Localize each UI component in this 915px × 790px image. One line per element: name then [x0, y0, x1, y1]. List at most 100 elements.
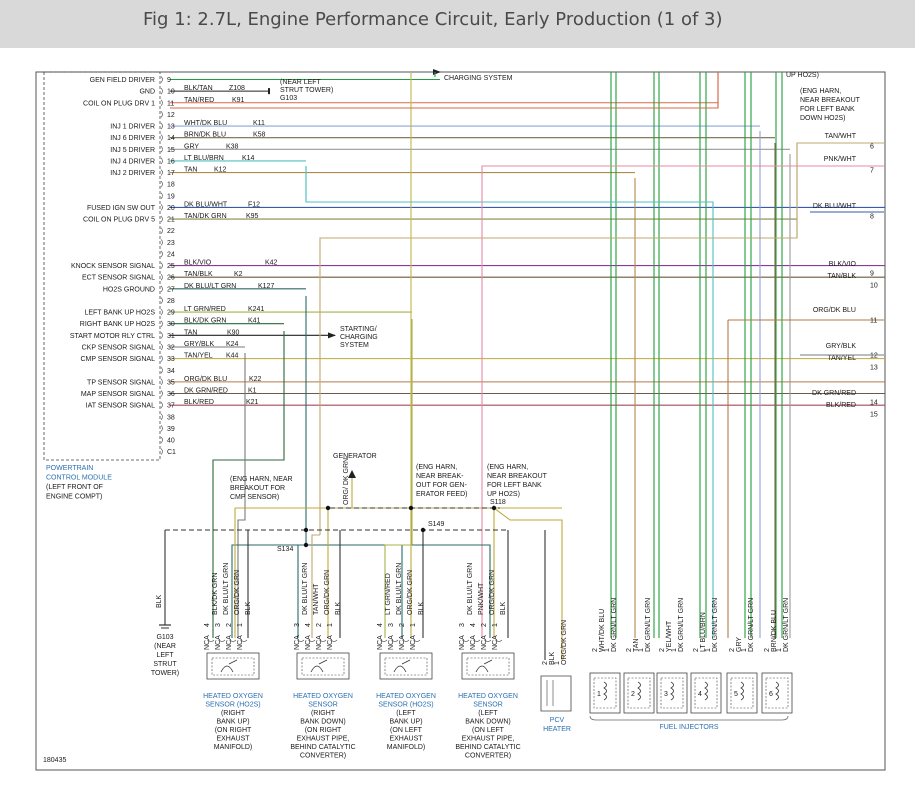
circuit-number: K42: [265, 260, 278, 267]
pin-tab: [160, 448, 163, 455]
wire-ltgrn-sensor: [384, 544, 412, 638]
sensor-heater-icon: [220, 659, 238, 673]
injector-pin-number: 2: [729, 648, 736, 652]
wire-color: BLK/DK GRN: [184, 318, 226, 325]
page-title: Fig 1: 2.7L, Engine Performance Circuit,…: [143, 9, 723, 30]
pin-tab: [160, 320, 163, 327]
pin-tab: [160, 76, 163, 83]
circuit-number: K22: [249, 376, 262, 383]
pin-number: 31: [167, 333, 175, 340]
blk-ground-label: BLK: [156, 594, 163, 608]
splice-dot: [420, 527, 426, 533]
pin-tab: [160, 285, 163, 293]
pin-number: 13: [167, 124, 175, 131]
injector-wire-label: DK GRN/LT GRN: [783, 598, 790, 652]
injector-pin-number: 1: [604, 648, 611, 652]
pin-number: 29: [167, 310, 175, 317]
right-edge-number: 9: [870, 271, 874, 278]
wire-color: TAN/BLK: [184, 271, 213, 278]
sensor-name: SENSOR: [473, 702, 503, 709]
sensor-element: [211, 657, 255, 676]
pin-number: 24: [167, 251, 175, 258]
injector-pin-number: 2: [764, 648, 771, 652]
sensor-wire-label: ORG/DK GRN: [324, 570, 331, 615]
sensor-wire-label: BLK/DK GRN: [212, 573, 219, 615]
sensor-pin-number: 2: [316, 623, 323, 627]
gen-breakout-label: (ENG HARN,: [416, 464, 457, 471]
pin-number: 11: [167, 100, 174, 107]
sensor-wire-label: TAN/WHT: [313, 583, 320, 615]
pin-number: 10: [167, 89, 175, 96]
sensor-element: [384, 657, 428, 676]
sensor-location: CONVERTER): [465, 753, 511, 760]
sensor-wire-label: DK BLU/LT GRN: [396, 563, 403, 615]
injector-wire-label: YEL/WHT: [666, 620, 673, 652]
pcv-element: [546, 680, 554, 706]
left-up-breakout-label: UP HO2S): [487, 491, 520, 498]
right-edge-wire-label: DK BLU/WHT: [813, 203, 857, 210]
pin-tab: [160, 192, 163, 200]
wire-s134-a: [231, 544, 306, 638]
sensor-location: (RIGHT: [221, 710, 246, 717]
g103-top-label: G103: [280, 95, 297, 102]
wire-color: DK BLU/LT GRN: [184, 283, 236, 290]
pin-function: INJ 5 DRIVER: [110, 147, 155, 154]
wire-s134-b: [297, 544, 306, 638]
wire-color: TAN/RED: [184, 97, 214, 104]
sensor-wire-label: BLK: [245, 601, 252, 615]
circuit-number: K38: [226, 143, 239, 150]
splice-dot: [325, 505, 331, 511]
pin-function: KNOCK SENSOR SIGNAL: [71, 263, 155, 270]
injector-wire-label: DK GRN/LT GRN: [712, 598, 719, 652]
sensor-location: BANK DOWN): [465, 719, 511, 726]
pin-tab: [160, 87, 163, 95]
down-ho2s-label: FOR LEFT BANK: [800, 106, 855, 113]
starting-system-label: CHARGING: [340, 334, 378, 341]
right-edge-number: 13: [870, 365, 878, 372]
wire-blk-dkgrn: [212, 331, 285, 638]
sensor-wire-label: BLK: [418, 601, 425, 615]
sensor-location: (LEFT: [396, 710, 416, 717]
pin-tab: [160, 227, 163, 234]
pin-number: 22: [167, 228, 175, 235]
pin-number: 27: [167, 286, 175, 293]
wire-color: DK GRN/RED: [184, 388, 228, 395]
circuit-number: F12: [248, 201, 260, 208]
injector-wire-label: WHT/DK BLU: [599, 609, 606, 652]
circuit-number: K127: [258, 283, 274, 290]
diagram-frame: [35, 71, 886, 771]
sensor-pin-tab: [330, 639, 338, 642]
wire-color: WHT/DK BLU: [184, 120, 227, 127]
nca-label: NCA: [459, 635, 466, 650]
pin-number: 34: [167, 368, 175, 375]
pin-tab: [160, 250, 163, 258]
right-edge-wire-label: TAN/BLK: [827, 273, 856, 280]
injector-element: [730, 677, 754, 709]
charging-system-label: CHARGING SYSTEM: [444, 75, 513, 82]
pin-tab: [160, 425, 163, 432]
injector-number: 1: [597, 691, 601, 698]
down-ho2s-label: (ENG HARN,: [800, 88, 841, 95]
sensor-pin-tab: [484, 639, 492, 642]
wire-s134-d: [402, 544, 491, 638]
pin-number: 25: [167, 263, 175, 270]
ground-symbol: [268, 88, 270, 95]
left-up-breakout-label: FOR LEFT BANK: [487, 482, 542, 489]
sensor-pin-number: 1: [237, 623, 244, 627]
sensor-wire-label: ORG/DK GRN: [489, 570, 496, 615]
sensor-name: SENSOR (HO2S): [205, 702, 260, 709]
injector-bracket: [589, 715, 789, 721]
right-edge-number: 15: [870, 412, 878, 419]
pin-tab: [160, 390, 163, 397]
pin-function: MAP SENSOR SIGNAL: [81, 391, 155, 398]
pin-function: INJ 2 DRIVER: [110, 170, 155, 177]
right-edge-wire-label: TAN/WHT: [825, 133, 857, 140]
wire-color: BLK/VIO: [184, 260, 212, 267]
pin-number: 15: [167, 147, 175, 154]
sensor-location: EXHAUST: [216, 736, 250, 743]
gen-breakout-label: NEAR BREAK-: [416, 473, 464, 480]
wire-color: LT BLU/BRN: [184, 155, 224, 162]
generator-label: GENERATOR: [333, 453, 377, 460]
pcv-wire-label: ORG/DK GRN: [561, 620, 568, 665]
wire-inj4: [305, 166, 714, 638]
